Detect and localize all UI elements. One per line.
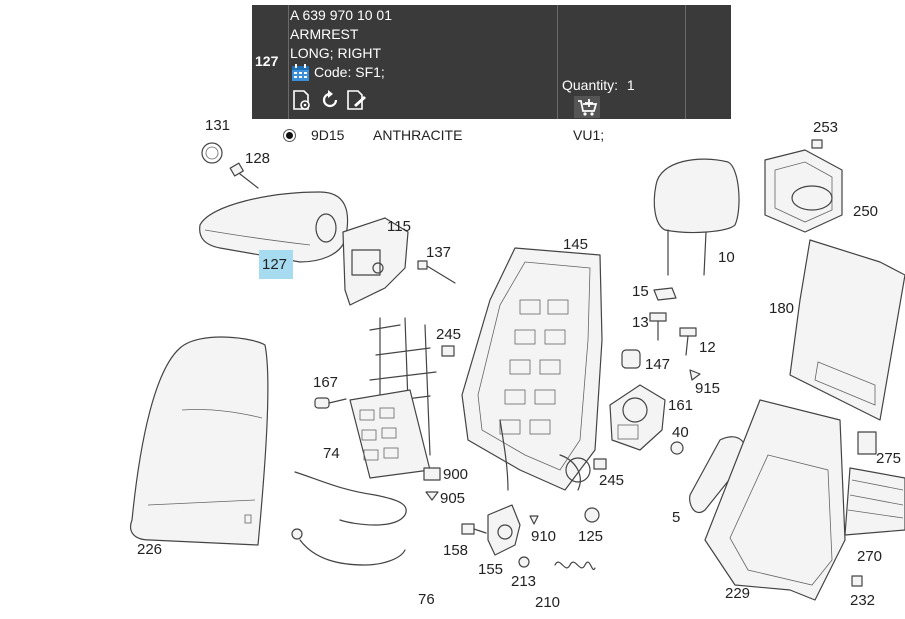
callout-115[interactable]: 115: [387, 218, 411, 235]
callout-253[interactable]: 253: [813, 119, 838, 136]
part-275-switch[interactable]: [857, 431, 877, 455]
callout-910[interactable]: 910: [531, 528, 556, 545]
callout-40[interactable]: 40: [672, 424, 689, 441]
callout-245-lower[interactable]: 245: [599, 472, 624, 489]
document-settings-icon[interactable]: [291, 89, 313, 116]
highlighted-callout[interactable]: 127: [259, 250, 293, 279]
part-115-bracket[interactable]: [342, 217, 409, 306]
part-245-clip-upper[interactable]: [441, 345, 455, 357]
callout-125[interactable]: 125: [578, 528, 603, 545]
variant-radio[interactable]: [283, 129, 296, 142]
callout-76[interactable]: 76: [418, 591, 435, 608]
quantity-value: 1: [626, 77, 635, 93]
part-167-grommet[interactable]: [314, 397, 347, 409]
callout-10[interactable]: 10: [718, 249, 735, 266]
callout-labels: 131 128 115 137 145 253 250 10 15 13 12 …: [137, 117, 901, 611]
part-910-screw[interactable]: [529, 515, 539, 525]
document-edit-icon[interactable]: [345, 89, 367, 116]
part-226-backrest-cushion[interactable]: [129, 336, 269, 546]
part-213-gear[interactable]: [518, 556, 530, 568]
callout-155[interactable]: 155: [478, 561, 503, 578]
callout-128[interactable]: 128: [245, 150, 270, 167]
callout-13[interactable]: 13: [632, 314, 649, 331]
part-125-screw[interactable]: [584, 507, 600, 523]
callout-180[interactable]: 180: [769, 300, 794, 317]
part-915-screw[interactable]: [689, 369, 701, 381]
callout-905[interactable]: 905: [440, 490, 465, 507]
part-161-adjuster[interactable]: [609, 384, 666, 451]
callout-900[interactable]: 900: [443, 466, 468, 483]
callout-147[interactable]: 147: [645, 356, 670, 373]
callout-12[interactable]: 12: [699, 339, 716, 356]
part-905-clip[interactable]: [425, 491, 439, 501]
callout-250[interactable]: 250: [853, 203, 878, 220]
part-131-ring[interactable]: [201, 142, 223, 164]
part-76-bowden-cable[interactable]: [291, 528, 406, 566]
part-250-cupholder[interactable]: [764, 149, 843, 233]
part-270-storage-net[interactable]: [844, 467, 905, 536]
part-229-backrest-cover[interactable]: [704, 399, 846, 601]
callout-270[interactable]: 270: [857, 548, 882, 565]
callout-229[interactable]: 229: [725, 585, 750, 602]
callout-145[interactable]: 145: [563, 236, 588, 253]
part-128-screw[interactable]: [229, 162, 259, 189]
part-253-clip[interactable]: [811, 139, 823, 149]
callout-74[interactable]: 74: [323, 445, 340, 462]
part-145-backrest-frame[interactable]: [461, 247, 603, 491]
callout-226[interactable]: 226: [137, 541, 162, 558]
callout-15[interactable]: 15: [632, 283, 649, 300]
callout-131[interactable]: 131: [205, 117, 230, 134]
calendar-icon[interactable]: [291, 63, 310, 87]
part-15-guide[interactable]: [653, 287, 677, 301]
description-line-2: LONG; RIGHT: [290, 45, 382, 61]
part-147-bushing[interactable]: [621, 349, 641, 369]
part-number: A 639 970 10 01: [290, 7, 392, 23]
callout-161[interactable]: 161: [668, 397, 693, 414]
part-180-back-panel[interactable]: [789, 239, 905, 421]
callout-245[interactable]: 245: [436, 326, 461, 343]
part-40-nut[interactable]: [670, 441, 684, 455]
callout-213[interactable]: 213: [511, 573, 536, 590]
part-5-side-cover[interactable]: [689, 436, 747, 514]
part-13-guide[interactable]: [649, 312, 667, 341]
variant-color: ANTHRACITE: [373, 127, 463, 143]
quantity-text: Quantity: 1: [562, 77, 635, 93]
part-245-clip-lower[interactable]: [593, 458, 607, 470]
callout-5[interactable]: 5: [672, 509, 680, 526]
highlighted-callout-label: 127: [262, 256, 288, 273]
part-232-screw[interactable]: [851, 575, 863, 587]
part-158-screw[interactable]: [461, 523, 487, 535]
part-900-clip[interactable]: [423, 467, 441, 481]
description-line-1: ARMREST: [290, 26, 359, 42]
code-text: Code: SF1;: [314, 64, 385, 80]
callout-210[interactable]: 210: [535, 594, 560, 611]
part-137-bolt[interactable]: [417, 260, 456, 284]
callout-167[interactable]: 167: [313, 374, 338, 391]
part-12-guide[interactable]: [679, 327, 697, 356]
part-74-spring-mat[interactable]: [294, 317, 437, 526]
refresh-icon[interactable]: [319, 89, 341, 116]
part-210-spring[interactable]: [554, 561, 596, 571]
callout-275[interactable]: 275: [876, 450, 901, 467]
callout-137[interactable]: 137: [426, 244, 451, 261]
variant-option-code: VU1;: [573, 127, 605, 143]
quantity-label: Quantity:: [562, 77, 619, 93]
part-10-headrest[interactable]: [653, 158, 740, 276]
position-number: 127: [255, 53, 279, 69]
callout-232[interactable]: 232: [850, 592, 875, 609]
add-to-cart-icon[interactable]: [574, 96, 600, 118]
variant-code: 9D15: [311, 127, 345, 143]
callout-915[interactable]: 915: [695, 380, 720, 397]
callout-158[interactable]: 158: [443, 542, 468, 559]
part-info-popup: 127 A 639 970 10 01 ARMREST LONG; RIGHT …: [252, 5, 731, 119]
part-155-motor[interactable]: [487, 504, 521, 556]
